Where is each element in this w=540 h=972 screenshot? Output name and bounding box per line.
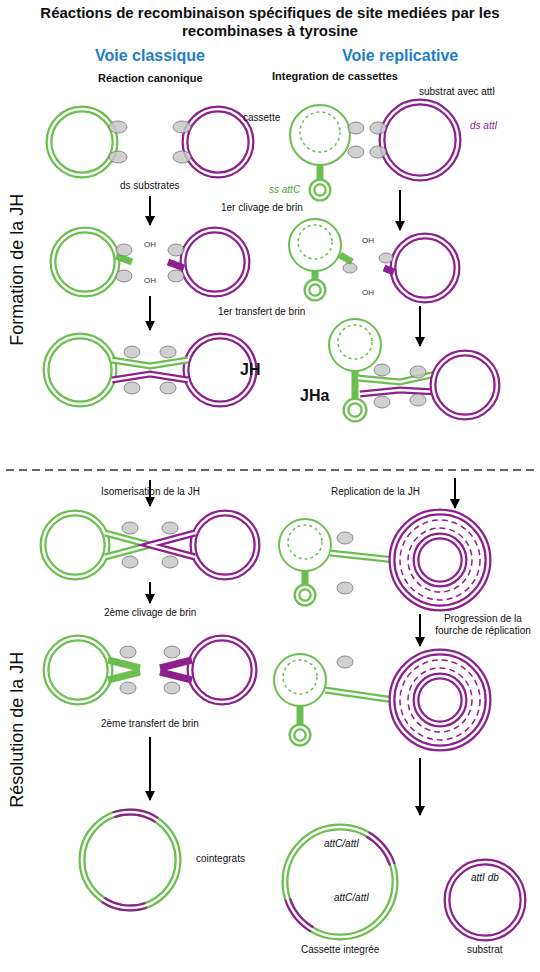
figure-label: Voie classique bbox=[95, 46, 205, 65]
figure-label: Isomerisation de la JH bbox=[101, 486, 200, 498]
figure-label: substrat avec attI bbox=[419, 86, 495, 98]
figure-label: substrat bbox=[467, 944, 503, 956]
figure-label: 1er clivage de brin bbox=[221, 202, 303, 214]
figure-label: Replication de la JH bbox=[331, 486, 420, 498]
figure-label: 2ème clivage de brin bbox=[104, 607, 196, 619]
figure-label: OH bbox=[361, 236, 375, 246]
figure-label: OH bbox=[143, 276, 157, 286]
figure-label: attC/attI bbox=[334, 892, 369, 904]
figure-label: JH bbox=[240, 360, 260, 379]
figure-label: OH bbox=[361, 288, 375, 298]
figure-label: Integration de cassettes bbox=[272, 70, 398, 83]
figure-label: 1er transfert de brin bbox=[218, 306, 305, 318]
figure-label: Voie replicative bbox=[342, 46, 458, 65]
figure-label: ds attI bbox=[470, 120, 497, 132]
section-label: Formation de la JH bbox=[7, 194, 29, 346]
figure-label: attC/attI bbox=[324, 838, 359, 850]
figure-label: Cassette integrée bbox=[301, 944, 379, 956]
figure-label: OH bbox=[143, 240, 157, 250]
figure-label: ss attC bbox=[269, 184, 300, 196]
figure-label: Progression de la fourche de réplication bbox=[430, 613, 536, 637]
figure-label: cointegrats bbox=[196, 853, 245, 865]
figure-label: attI db bbox=[471, 872, 499, 884]
figure-label: JHa bbox=[300, 386, 329, 405]
figure-label: cassette bbox=[243, 112, 280, 124]
figure-label: Réaction canonique bbox=[98, 72, 203, 85]
section-label: Résolution de la JH bbox=[7, 652, 29, 808]
figure-title: Réactions de recombinaison spécifiques d… bbox=[40, 4, 500, 40]
figure-label: ds substrates bbox=[120, 180, 179, 192]
figure-label: 2ème transfert de brin bbox=[101, 718, 199, 730]
